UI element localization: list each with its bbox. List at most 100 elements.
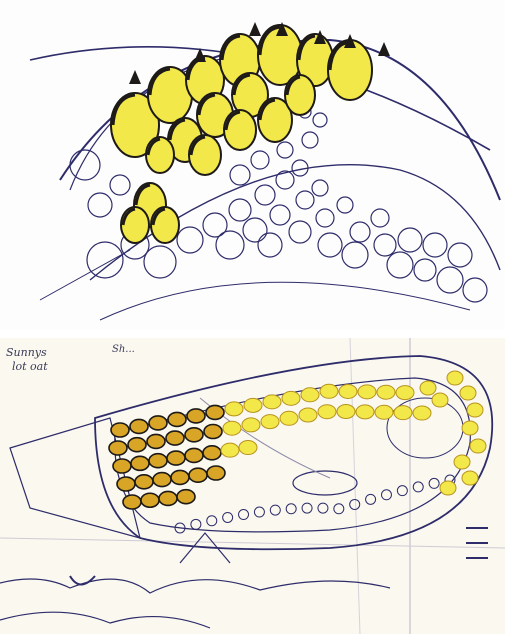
pod-body	[189, 468, 207, 482]
pod-body	[375, 405, 393, 419]
pod	[117, 477, 135, 491]
pod-body	[339, 384, 357, 398]
pod-body	[130, 419, 148, 433]
pod	[123, 495, 141, 509]
pod-body	[396, 386, 414, 400]
pod-body	[318, 405, 336, 419]
open-cell-circle	[243, 218, 267, 242]
pod-body	[337, 404, 355, 418]
open-cell-circle	[230, 165, 250, 185]
open-cell-circle	[110, 175, 130, 195]
open-cell-circle	[258, 233, 282, 257]
pod	[224, 110, 256, 150]
pod-body	[377, 385, 395, 399]
dome-sketch	[0, 0, 505, 330]
pod-body	[356, 405, 374, 419]
spike	[378, 42, 390, 56]
pod	[221, 443, 239, 457]
open-cell-circle	[463, 278, 487, 302]
pod-body	[280, 411, 298, 425]
pod	[167, 451, 185, 465]
spike	[249, 22, 261, 36]
pod	[187, 409, 205, 423]
open-cell-circle	[289, 221, 311, 243]
terrain-scribble	[0, 612, 210, 628]
pod	[299, 408, 317, 422]
open-cell-circle	[203, 213, 227, 237]
top-sketch-panel	[0, 0, 505, 330]
open-cell-circle	[429, 478, 439, 488]
pod-body	[123, 495, 141, 509]
open-cell-group	[175, 475, 455, 533]
pod-body	[462, 471, 478, 485]
pod-body	[153, 473, 171, 487]
pod	[149, 454, 167, 468]
pod	[285, 75, 315, 115]
open-cell-circle	[342, 242, 368, 268]
open-cell-circle	[448, 243, 472, 267]
pod-body	[328, 40, 372, 100]
handwritten-note: Sunnys	[6, 346, 47, 359]
pod	[149, 416, 167, 430]
pod	[320, 384, 338, 398]
open-cell-circle	[334, 504, 344, 514]
pod	[375, 405, 393, 419]
pod-body	[206, 405, 224, 419]
pod	[242, 418, 260, 432]
open-cell-circle	[437, 267, 463, 293]
pod-body	[135, 475, 153, 489]
pod-body	[159, 491, 177, 505]
open-cell-circle	[286, 504, 296, 514]
open-cell-circle	[270, 205, 290, 225]
open-cell-circle	[191, 519, 201, 529]
pod-body	[282, 391, 300, 405]
guide-line	[0, 538, 505, 548]
pod	[204, 425, 222, 439]
pod-body	[261, 415, 279, 429]
central-oval-feature	[293, 471, 357, 495]
open-cell-circle	[270, 505, 280, 515]
pod	[282, 391, 300, 405]
pod	[394, 406, 412, 420]
bottom-sketch-panel: Sunnys lot oat Sh...	[0, 338, 505, 634]
open-cell-circle	[229, 199, 251, 221]
pod	[135, 475, 153, 489]
pod-body	[223, 421, 241, 435]
pod	[146, 137, 174, 173]
pod	[111, 423, 129, 437]
pod-body	[187, 409, 205, 423]
pod-body	[470, 439, 486, 453]
pod-body	[189, 135, 221, 175]
pod	[128, 438, 146, 452]
open-cell-circle	[207, 516, 217, 526]
open-cell-circle	[296, 191, 314, 209]
pod	[185, 428, 203, 442]
pod	[328, 40, 372, 100]
pod	[339, 384, 357, 398]
yellow-pod-group	[111, 25, 372, 243]
open-cell-circle	[216, 231, 244, 259]
pod	[261, 415, 279, 429]
handwritten-note: lot oat	[12, 360, 48, 373]
pod-body	[467, 403, 483, 417]
open-cell-circle	[251, 151, 269, 169]
open-cell-circle	[313, 113, 327, 127]
pod-body	[204, 425, 222, 439]
pod	[141, 493, 159, 507]
pod	[206, 405, 224, 419]
pod	[159, 491, 177, 505]
pod	[337, 404, 355, 418]
plan-sketch: Sunnys lot oat Sh...	[0, 338, 505, 634]
pod-body	[454, 455, 470, 469]
open-cell-circle	[318, 503, 328, 513]
open-cell-circle	[337, 197, 353, 213]
pod-body	[147, 434, 165, 448]
pod-body	[146, 137, 174, 173]
pod-body	[117, 477, 135, 491]
pod	[225, 402, 243, 416]
pod	[263, 395, 281, 409]
pod	[189, 135, 221, 175]
open-cell-circle	[223, 512, 233, 522]
pod-body	[447, 371, 463, 385]
pod-body	[225, 402, 243, 416]
